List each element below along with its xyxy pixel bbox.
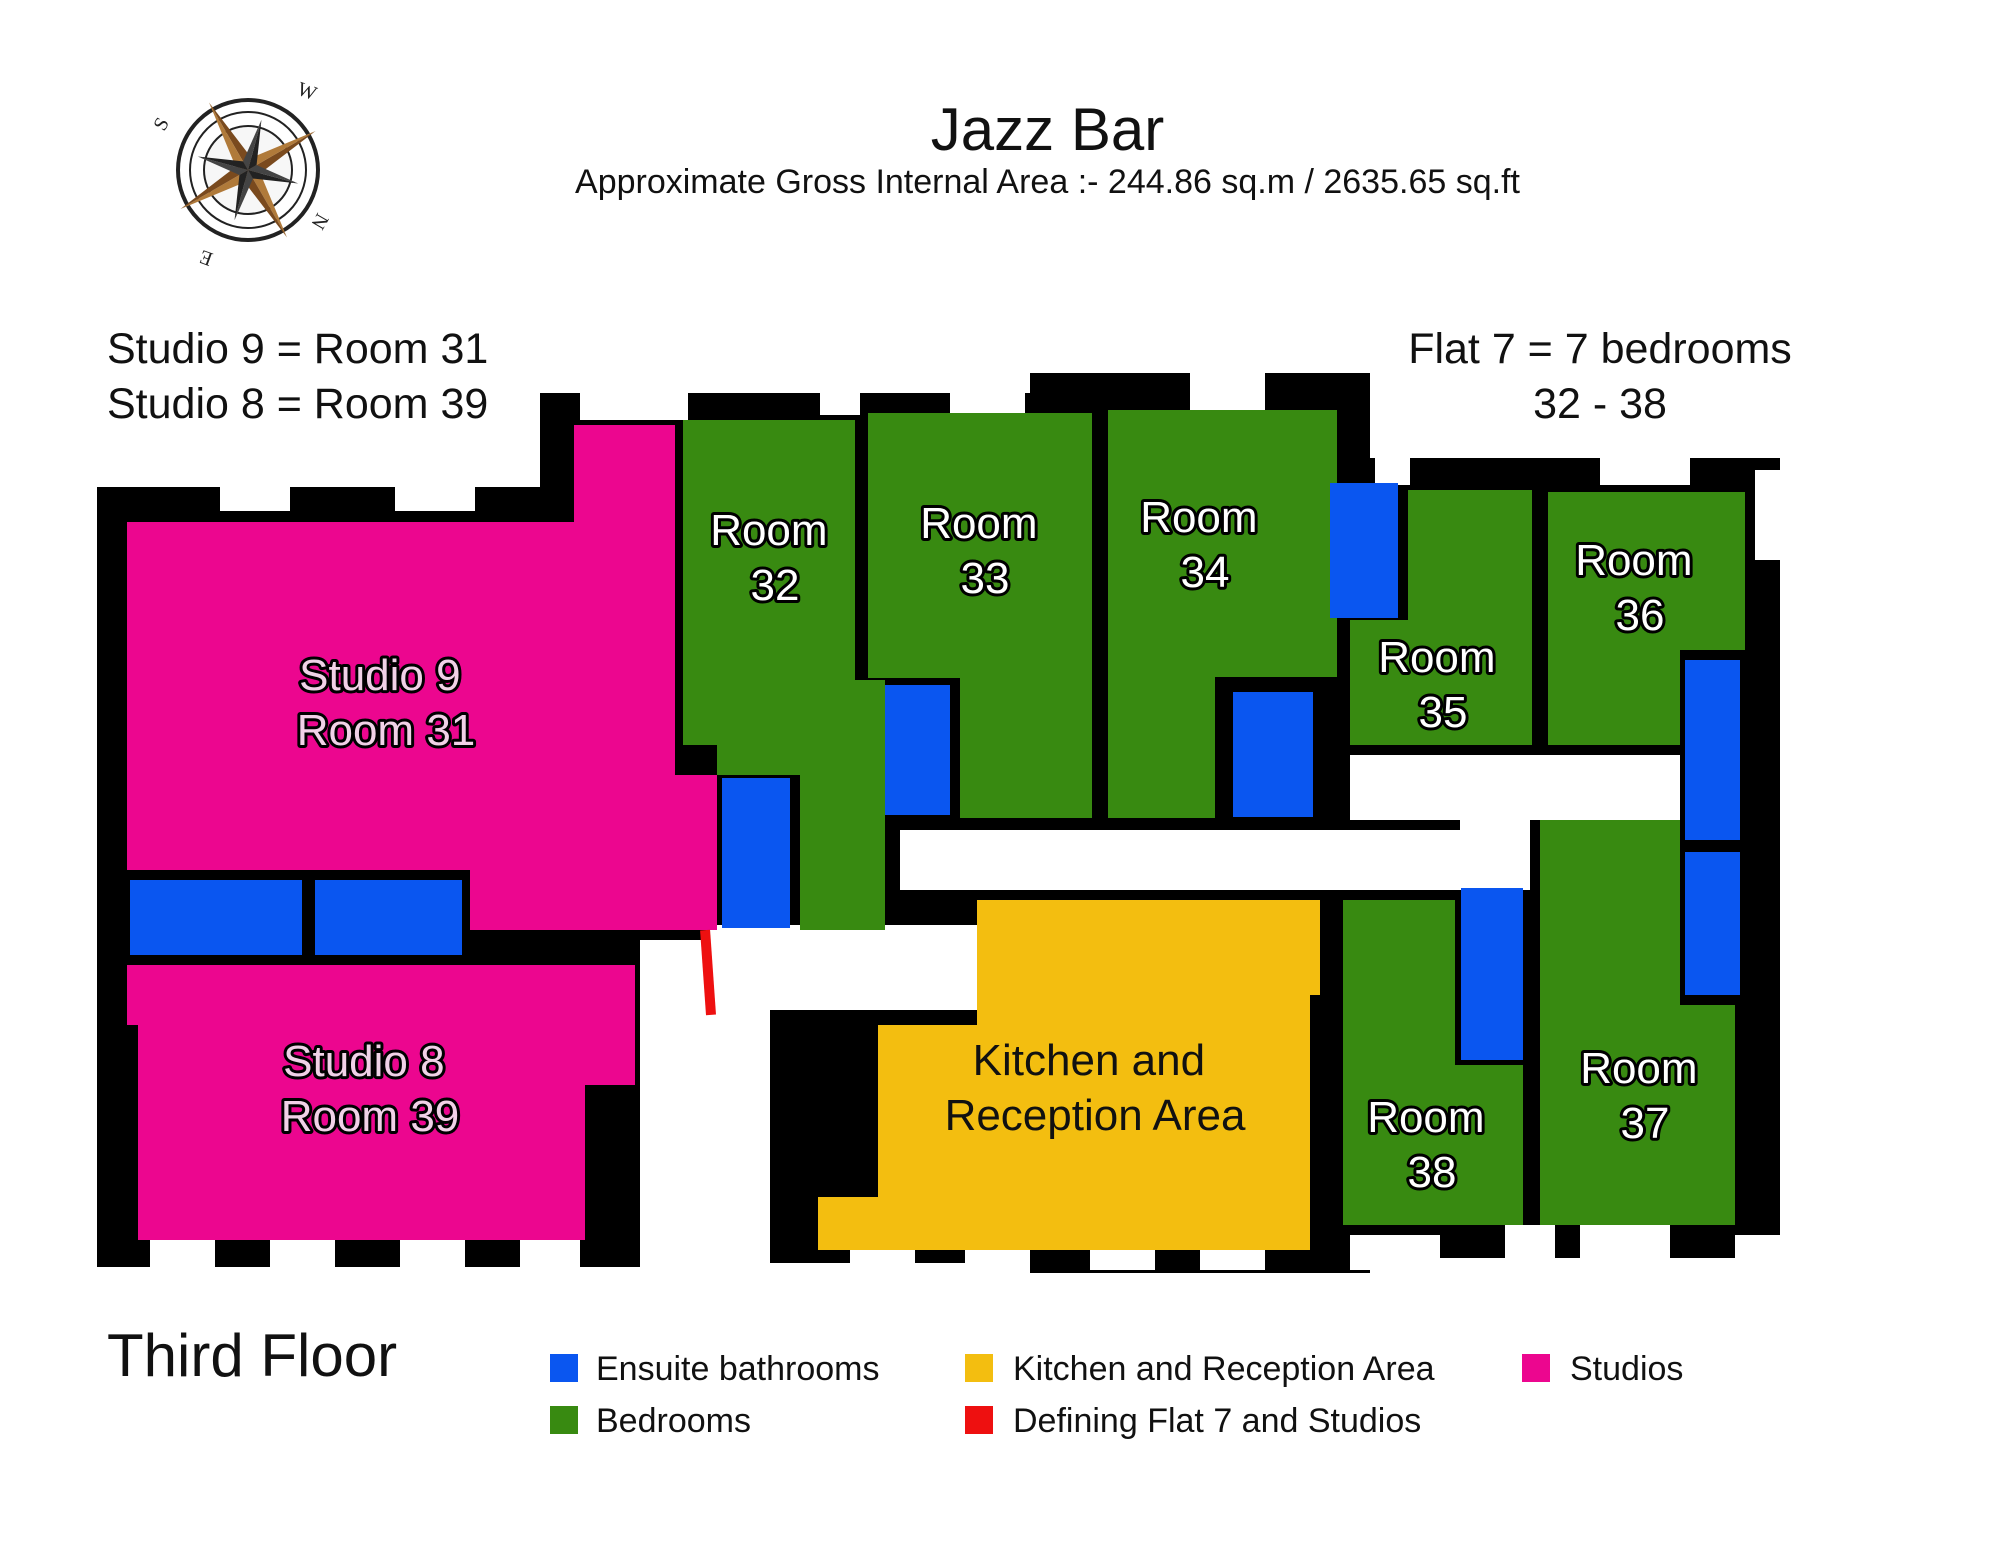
window-gaps (0, 360, 2000, 1545)
legend-swatch-studios (1522, 1354, 1550, 1382)
studio-9-note: Studio 9 = Room 31 (107, 325, 489, 373)
bathroom-room36-b (1685, 852, 1740, 995)
legend-label-ensuite: Ensuite bathrooms (596, 1350, 880, 1388)
label-room-37: Room 37 (1580, 1044, 1710, 1148)
compass-letter-e: E (197, 245, 216, 270)
room-38 (1343, 900, 1523, 1225)
legend-swatch-kitchen (965, 1354, 993, 1382)
room-37 (1540, 820, 1735, 1225)
compass-rose-icon: W S N E (149, 78, 332, 270)
room-34 (1108, 410, 1337, 818)
legend-label-divider: Defining Flat 7 and Studios (1013, 1402, 1422, 1440)
studio-8-note: Studio 8 = Room 39 (107, 380, 489, 428)
label-kitchen: Kitchen and Reception Area (945, 1036, 1246, 1140)
flat-7-notes: Flat 7 = 7 bedrooms 32 - 38 (1390, 322, 1810, 432)
legend-label-bedrooms: Bedrooms (596, 1402, 751, 1440)
label-room-38: Room 38 (1367, 1093, 1497, 1197)
compass-letter-n: N (306, 210, 332, 234)
bathroom-room36-a (1685, 660, 1740, 840)
room-32 (683, 420, 885, 930)
bathroom-room34 (1233, 692, 1313, 817)
bathroom-studio9-b (315, 880, 462, 955)
legend-swatch-bedrooms (550, 1406, 578, 1434)
label-room-33: Room 33 (920, 499, 1050, 603)
room-36 (1548, 492, 1745, 745)
label-studio-8: Studio 8 Room 39 (281, 1037, 460, 1141)
flat-7-studios-divider (700, 929, 716, 1016)
legend-label-studios: Studios (1570, 1350, 1684, 1388)
label-room-32: Room 32 (710, 506, 840, 610)
bathroom-studio9-a (130, 880, 302, 955)
room-33 (868, 413, 1092, 818)
studio-notes: Studio 9 = Room 31 Studio 8 = Room 39 (107, 322, 488, 432)
bedrooms (683, 410, 1745, 1225)
flat-7-range: 32 - 38 (1533, 380, 1667, 428)
legend-label-kitchen: Kitchen and Reception Area (1013, 1350, 1435, 1388)
room-35 (1350, 490, 1532, 745)
bathroom-room38 (1461, 888, 1523, 1060)
legend-swatch-divider (965, 1406, 993, 1434)
bathroom-room35 (1330, 483, 1398, 618)
kitchen-reception-area (818, 900, 1320, 1250)
legend-swatch-ensuite (550, 1354, 578, 1382)
label-room-35: Room 35 (1378, 633, 1508, 737)
studio-8-room-39 (127, 965, 635, 1240)
label-room-34: Room 34 (1140, 493, 1270, 597)
page-title: Jazz Bar (930, 96, 1165, 163)
studio-9-room-31 (127, 425, 717, 930)
label-studio-9: Studio 9 Room 31 (297, 651, 476, 755)
label-room-36: Room 36 (1575, 536, 1705, 640)
area-subtitle: Approximate Gross Internal Area :- 244.8… (575, 163, 1520, 201)
ensuite-bathrooms (130, 483, 1740, 1060)
flat-7-note: Flat 7 = 7 bedrooms (1408, 325, 1792, 373)
floor-name: Third Floor (107, 1322, 398, 1389)
bathroom-room33 (885, 685, 950, 815)
corridors (640, 755, 1680, 1270)
bathroom-room32 (722, 778, 790, 928)
